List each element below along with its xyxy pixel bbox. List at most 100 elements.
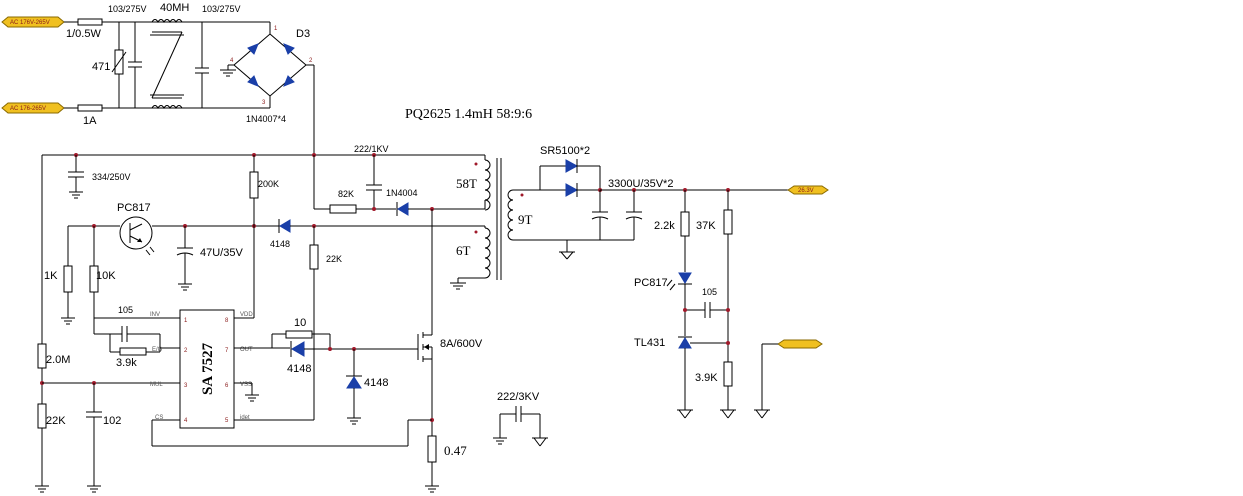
fb-res-2k2 [680,211,690,237]
cap-102-label: 102 [103,415,121,427]
svg-text:VSS: VSS [240,382,252,388]
transformer-label: PQ2625 1.4mH 58:9:6 [405,107,532,122]
snubber: 222/1KV 82K 1N4004 [313,144,485,216]
ac-input-section: AC 176V-265V AC 176-265V 1/0.5W 1A 471 1… [1,2,315,155]
svg-text:CS: CS [155,415,163,421]
gate-resistor [285,330,313,339]
varistor-label: 471 [92,61,110,73]
winding-secondary-label: 9T [518,212,533,227]
fuse-bottom-label: 1A [83,115,97,127]
comp-cap-label: 105 [118,305,133,315]
svg-text:1: 1 [274,26,278,32]
output-diode-2 [565,183,579,197]
output-caps-label: 3300U/35V*2 [608,178,673,190]
gate-diode-label: 4148 [287,363,311,375]
comp-resistor [119,347,147,356]
optocoupler-label: PC817 [117,202,151,214]
ac-input-tag-1-label: AC 176V-265V [10,20,50,26]
gate-res-label: 10 [294,317,306,329]
bridge-ref-label: D3 [296,28,310,40]
winding-primary-label: 58T [456,176,477,191]
bridge-type-label: 1N4007*4 [246,114,286,124]
fb-res-1-label: 2.2k [654,220,675,232]
y-cap-label: 222/3KV [497,391,540,403]
svg-text:4: 4 [184,418,188,424]
pwm-controller-ic: SA 7527 INV E/O MUL CS idet VSS OUT VDD … [150,309,253,429]
res-2m [37,343,47,369]
snubber-res-label: 82K [338,189,354,199]
sense-res-label: 0.47 [444,443,467,458]
feedback-tag [777,339,823,349]
output-diode-1 [565,159,579,173]
res-10k-label: 10K [96,270,116,282]
svg-text:5: 5 [225,418,229,424]
bulk-cap-label: 334/250V [92,172,131,182]
svg-text:1: 1 [184,318,188,324]
svg-text:2: 2 [184,348,188,354]
clamp-diode-label: 4148 [364,377,388,389]
svg-text:6: 6 [225,383,229,389]
feedback-network: 2.2k 37K PC817 105 TL431 [634,190,823,419]
mosfet [417,209,433,436]
svg-text:4: 4 [230,58,234,64]
snubber-diode [397,202,409,216]
mosfet-label: 8A/600V [440,338,483,350]
fb-cap-label: 105 [702,287,717,297]
fb-res-3k9 [723,361,733,387]
output-voltage-tag-label: 26.3V [798,188,814,194]
bridge-rectifier: 1 2 3 4 [220,22,315,155]
fb-res-37k [723,209,733,235]
tl431 [678,337,692,349]
common-mode-choke [150,19,184,109]
fuse-top-label: 1/0.5W [66,28,101,40]
res-22k-low [37,403,47,429]
x-cap-1-label: 103/275V [108,4,147,14]
aux-res-label: 22K [326,254,342,264]
fb-opto-label: PC817 [634,277,668,289]
output-voltage-tag: 26.3V [787,185,829,195]
output-diodes-label: SR5100*2 [540,145,590,157]
svg-text:7: 7 [225,348,229,354]
svg-text:3: 3 [262,100,266,106]
start-resistor [249,171,259,199]
aux-resistor [309,244,319,270]
secondary-output: SR5100*2 3300U/35V*2 26.3V [539,145,829,260]
fb-res-2-label: 37K [696,220,716,232]
ic-name: SA 7527 [200,342,216,395]
y-capacitor [493,406,548,447]
fuse-top [77,18,103,26]
winding-aux-label: 6T [456,243,471,258]
snubber-resistor [329,204,357,214]
x-cap-2-label: 103/275V [202,4,241,14]
svg-text:8: 8 [225,318,229,324]
ac-input-tag-2: AC 176-265V [1,102,65,114]
fuse-bottom [77,104,103,112]
svg-text:2: 2 [309,58,313,64]
vdd-cap-label: 47U/35V [200,247,243,259]
aux-diode [279,219,291,233]
svg-text:INV: INV [150,312,160,318]
ac-input-tag-2-label: AC 176-265V [10,106,46,112]
svg-text:E/O: E/O [152,347,163,353]
fb-opto-led [678,272,692,284]
svg-text:OUT: OUT [240,347,253,353]
snubber-cap-label: 222/1KV [354,144,389,154]
res-2m-label: 2.0M [46,354,70,366]
res-1k [63,265,73,293]
optocoupler-transistor [119,216,155,256]
snubber-diode-label: 1N4004 [386,188,418,198]
clamp-diode [346,376,362,389]
svg-text:idet: idet [240,415,250,421]
res-22k-low-label: 22K [46,415,66,427]
transformer: PQ2625 1.4mH 58:9:6 58T 6T 9T [314,107,567,290]
primary-control: 2.0M 22K 102 PC817 [35,155,548,493]
gate-diode [291,341,305,357]
res-1k-label: 1K [44,270,58,282]
svg-text:VDD: VDD [240,312,253,318]
shunt-ref-label: TL431 [634,337,665,349]
comp-res-label: 3.9k [116,357,137,369]
svg-text:3: 3 [184,383,188,389]
fb-res-3-label: 3.9K [695,372,718,384]
start-res-label: 200K [258,179,279,189]
